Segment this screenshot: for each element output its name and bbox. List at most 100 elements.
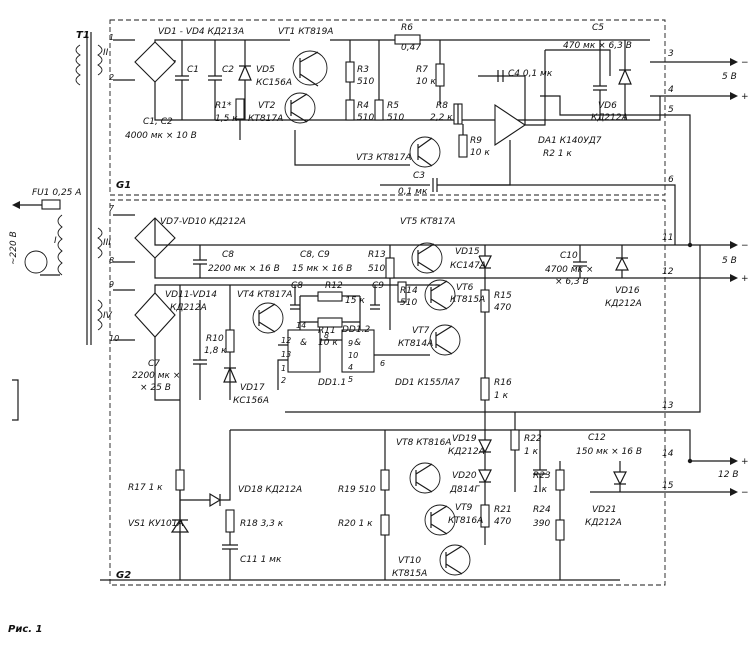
block-g1-label: G1 xyxy=(116,180,131,191)
output-plus-3: + xyxy=(741,457,749,467)
fuse-label: FU1 0,25 A xyxy=(32,188,81,198)
label-r21: R21 xyxy=(494,505,512,515)
block-g2-label: G2 xyxy=(116,570,131,581)
label-r19: R19 510 xyxy=(338,485,376,495)
label-r4: R4 xyxy=(357,101,369,111)
pin-8: 8 xyxy=(109,256,114,265)
label-vt6: VT6 xyxy=(456,283,474,293)
label-r12-value: 15 к xyxy=(345,296,365,306)
label-vd17-type: КС156А xyxy=(233,396,269,406)
label-vd18: VD18 КД212А xyxy=(238,485,302,495)
gate-pin-14: 14 xyxy=(296,321,306,330)
label-c9: C9 xyxy=(372,281,384,291)
label-vt3: VT3 КТ817А xyxy=(356,153,411,163)
label-c8-c9-value: 15 мк × 16 В xyxy=(292,264,352,274)
pin-1: 1 xyxy=(109,33,114,42)
label-c2: C2 xyxy=(222,65,234,75)
label-r24-value: 390 xyxy=(533,519,550,529)
label-c12-value: 150 мк × 16 В xyxy=(576,447,642,457)
pin-9: 9 xyxy=(109,280,114,289)
label-vs1: VS1 КУ101А xyxy=(128,519,184,529)
label-dd12: DD1.2 xyxy=(342,325,370,335)
label-c11: C11 1 мк xyxy=(240,555,282,565)
winding-iv: IV xyxy=(103,311,113,321)
label-r8-value: 2,2 к xyxy=(430,113,453,123)
label-vd1-vd4: VD1 - VD4 КД213А xyxy=(158,27,244,37)
winding-primary: I xyxy=(54,236,57,246)
label-vd15: VD15 xyxy=(455,247,480,257)
label-r3-value: 510 xyxy=(357,77,374,87)
figure-caption: Рис. 1 xyxy=(8,624,43,635)
transformer-ref: T1 xyxy=(76,30,90,41)
label-vt9-type: КТ816А xyxy=(448,516,483,526)
label-r6: R6 xyxy=(401,23,413,33)
gate-pin-10: 10 xyxy=(348,351,358,360)
gate-pin-2: 2 xyxy=(281,376,286,385)
label-vd16: VD16 xyxy=(615,286,640,296)
label-c5-value: 470 мк × 6,3 В xyxy=(563,41,632,51)
output-12v: 12 В xyxy=(718,470,739,480)
label-r17: R17 1 к xyxy=(128,483,163,493)
label-r14: R14 xyxy=(400,286,418,296)
wire-number-3: 3 xyxy=(668,49,674,59)
label-c7-value-2: × 25 В xyxy=(140,383,171,393)
label-c1-c2: C1, C2 xyxy=(143,117,173,127)
label-r15: R15 xyxy=(494,291,512,301)
block-g2-border xyxy=(109,199,666,586)
label-r22: R22 xyxy=(524,434,542,444)
label-c8-value: 2200 мк × 16 В xyxy=(208,264,280,274)
label-r16-value: 1 к xyxy=(494,391,509,401)
label-c8-small: C8 xyxy=(291,281,303,291)
label-c7: C7 xyxy=(148,359,160,369)
label-r15-value: 470 xyxy=(494,303,511,313)
label-r16: R16 xyxy=(494,378,512,388)
gate-pin-4: 4 xyxy=(348,363,353,372)
wire-number-12: 12 xyxy=(662,267,674,277)
output-bus xyxy=(230,58,738,496)
label-r1-value: 1,5 к xyxy=(215,114,238,124)
label-c1: C1 xyxy=(187,65,199,75)
label-c3: C3 xyxy=(413,171,425,181)
winding-iii: III xyxy=(103,238,111,248)
label-r11: R11 xyxy=(318,326,336,336)
label-r5: R5 xyxy=(387,101,399,111)
wire-number-11: 11 xyxy=(662,233,673,243)
label-r10-value: 1,8 к xyxy=(204,346,227,356)
label-r3: R3 xyxy=(357,65,369,75)
label-vd21-type: КД212А xyxy=(585,518,622,528)
output-minus-2: − xyxy=(741,241,749,251)
label-r2: R2 1 к xyxy=(543,149,572,159)
label-r6-value: 0,47 xyxy=(401,43,421,53)
label-c5: C5 xyxy=(592,23,604,33)
label-r11-value: 10 к xyxy=(318,338,338,348)
label-c1-c2-value: 4000 мк × 10 В xyxy=(125,131,197,141)
label-vd11-vd14: VD11-VD14 xyxy=(165,290,217,300)
label-vd19-type: КД212А xyxy=(448,447,485,457)
gate-pin-13: 13 xyxy=(281,350,291,359)
gate-pin-12: 12 xyxy=(281,336,291,345)
g1-wiring xyxy=(113,34,650,192)
wire-number-15: 15 xyxy=(662,481,674,491)
label-vd16-type: КД212А xyxy=(605,299,642,309)
label-vt7: VT7 xyxy=(412,326,430,336)
wire-number-4: 4 xyxy=(668,85,674,95)
wire-number-14: 14 xyxy=(662,449,674,459)
label-dd1: DD1 К155ЛА7 xyxy=(395,378,460,388)
label-vd6-type: КД212А xyxy=(591,113,628,123)
label-vt7-type: КТ814А xyxy=(398,339,433,349)
pin-7: 7 xyxy=(109,204,115,213)
label-vd5: VD5 xyxy=(256,65,275,75)
transformer-t1 xyxy=(57,32,103,345)
pin-10: 10 xyxy=(109,334,119,343)
label-vd20-type: Д814Г xyxy=(449,485,480,495)
mains-voltage: ~220 В xyxy=(9,231,19,265)
label-r18: R18 3,3 к xyxy=(240,519,284,529)
g2-lower-wiring xyxy=(100,412,627,581)
wire-number-13: 13 xyxy=(662,401,674,411)
label-vt2: VT2 xyxy=(258,101,276,111)
label-r23: R23 xyxy=(533,471,551,481)
label-vt8: VT8 КТ816А xyxy=(396,438,451,448)
label-r7: R7 xyxy=(416,65,428,75)
label-vd5-type: КС156А xyxy=(256,78,292,88)
